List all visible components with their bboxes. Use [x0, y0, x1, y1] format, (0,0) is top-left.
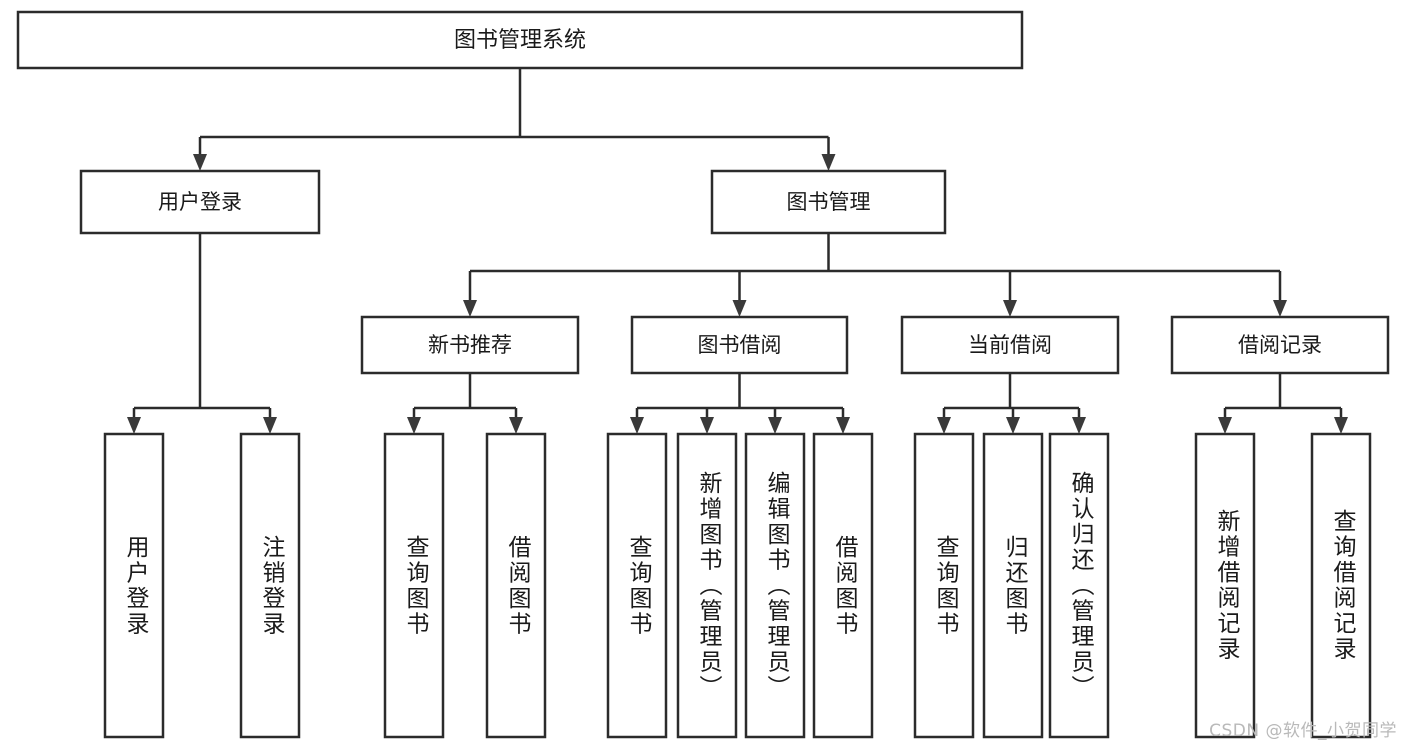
- node-box: [79, 169, 321, 235]
- node-label: 图书借阅: [698, 333, 782, 357]
- node-leaf-query-book-3[interactable]: [913, 432, 975, 739]
- node-box: [1170, 315, 1390, 375]
- node-label: 用户登录: [158, 190, 242, 214]
- node-box: [239, 432, 301, 739]
- node-new-book-rec[interactable]: 新书推荐: [360, 315, 580, 375]
- arrow-head-icon: [700, 417, 714, 434]
- node-label: 借阅记录: [1238, 333, 1322, 357]
- node-box: [900, 315, 1120, 375]
- node-box: [16, 10, 1024, 70]
- node-leaf-add-record[interactable]: [1194, 432, 1256, 739]
- node-box: [812, 432, 874, 739]
- node-leaf-borrow-book-2[interactable]: [812, 432, 874, 739]
- arrow-head-icon: [768, 417, 782, 434]
- node-box: [982, 432, 1044, 739]
- node-label: 图书管理系统: [454, 28, 586, 53]
- node-label: 新书推荐: [428, 333, 512, 357]
- arrow-head-icon: [1072, 417, 1086, 434]
- node-leaf-add-book[interactable]: [676, 432, 738, 739]
- node-label: 当前借阅: [968, 333, 1052, 357]
- node-box: [606, 432, 668, 739]
- node-book-manage[interactable]: 图书管理: [710, 169, 947, 235]
- node-root[interactable]: 图书管理系统: [16, 10, 1024, 70]
- node-leaf-query-book-2[interactable]: [606, 432, 668, 739]
- node-borrow-record[interactable]: 借阅记录: [1170, 315, 1390, 375]
- arrow-head-icon: [1003, 300, 1017, 317]
- arrow-head-icon: [509, 417, 523, 434]
- node-book-borrow[interactable]: 图书借阅: [630, 315, 849, 375]
- node-box: [676, 432, 738, 739]
- node-box: [630, 315, 849, 375]
- node-box: [744, 432, 806, 739]
- arrow-head-icon: [193, 154, 207, 171]
- node-leaf-edit-book[interactable]: [744, 432, 806, 739]
- node-box: [360, 315, 580, 375]
- node-leaf-return-book[interactable]: [982, 432, 1044, 739]
- arrow-head-icon: [1218, 417, 1232, 434]
- node-box: [485, 432, 547, 739]
- node-leaf-confirm-return[interactable]: [1048, 432, 1110, 739]
- node-leaf-borrow-book-1[interactable]: [485, 432, 547, 739]
- node-current-borrow[interactable]: 当前借阅: [900, 315, 1120, 375]
- watermark-text: CSDN @软件_小贺同学: [1209, 721, 1397, 741]
- node-box: [1048, 432, 1110, 739]
- node-box: [383, 432, 445, 739]
- node-label: 图书管理: [787, 190, 871, 214]
- arrow-head-icon: [127, 417, 141, 434]
- node-box: [913, 432, 975, 739]
- arrow-head-icon: [463, 300, 477, 317]
- arrow-head-icon: [1334, 417, 1348, 434]
- node-leaf-user-login[interactable]: [103, 432, 165, 739]
- arrow-head-icon: [263, 417, 277, 434]
- node-leaf-logout[interactable]: [239, 432, 301, 739]
- arrow-head-icon: [937, 417, 951, 434]
- node-leaf-query-record[interactable]: [1310, 432, 1372, 739]
- arrow-head-icon: [821, 154, 836, 171]
- arrow-head-icon: [630, 417, 644, 434]
- node-leaf-query-book-1[interactable]: [383, 432, 445, 739]
- arrow-head-icon: [1273, 300, 1287, 317]
- node-user-login[interactable]: 用户登录: [79, 169, 321, 235]
- arrow-head-icon: [407, 417, 421, 434]
- node-box: [710, 169, 947, 235]
- node-box: [103, 432, 165, 739]
- arrow-head-icon: [836, 417, 850, 434]
- arrow-head-icon: [732, 300, 747, 317]
- node-box: [1310, 432, 1372, 739]
- node-box: [1194, 432, 1256, 739]
- arrow-head-icon: [1006, 417, 1020, 434]
